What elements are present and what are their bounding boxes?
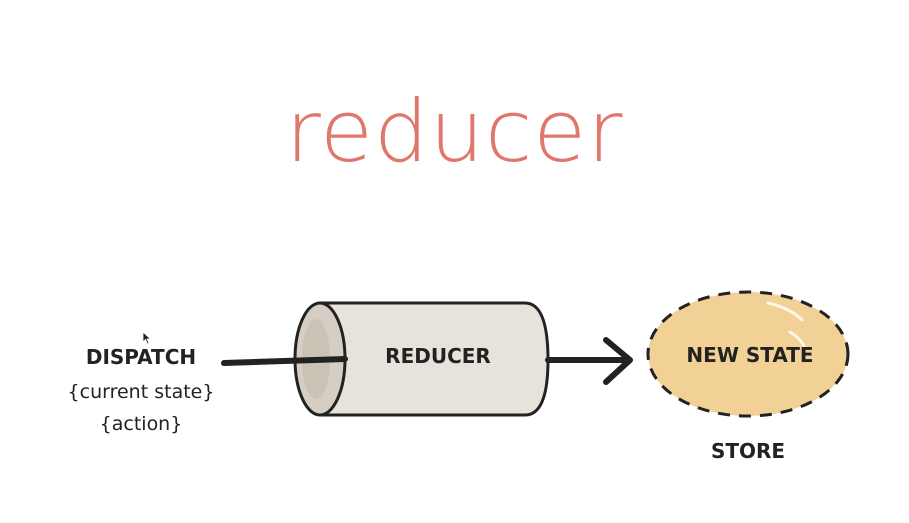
new-state-label: NEW STATE bbox=[686, 343, 813, 367]
new-state-blob bbox=[646, 290, 850, 418]
dispatch-action: {action} bbox=[100, 413, 183, 435]
dispatch-current-state: {current state} bbox=[68, 381, 215, 403]
mouse-cursor-icon bbox=[142, 331, 152, 345]
slide-title: reducer bbox=[285, 82, 624, 182]
reducer-label: REDUCER bbox=[385, 344, 491, 368]
store-label: STORE bbox=[711, 439, 785, 463]
dispatch-arrow-line bbox=[221, 356, 348, 366]
dispatch-label: DISPATCH bbox=[86, 345, 196, 369]
output-arrow bbox=[545, 337, 633, 385]
